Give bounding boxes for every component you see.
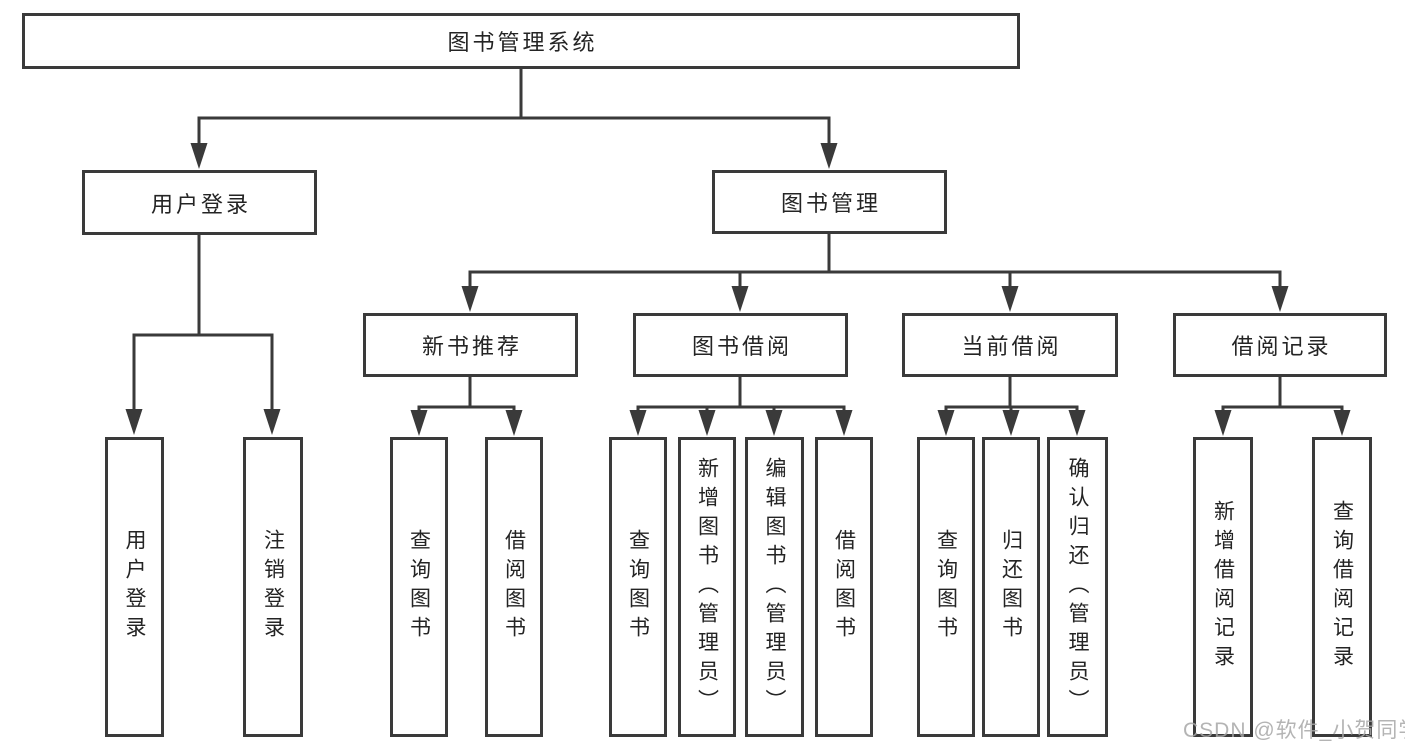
leaf-nb-query-books: 查询图书 [390, 437, 448, 737]
leaf-cb-confirm-return-admin: 确认归还（管理员） [1047, 437, 1108, 737]
node-book-borrow: 图书借阅 [633, 313, 848, 377]
leaf-cb-query-books-label: 查询图书 [934, 529, 958, 645]
leaf-br-add-record-label: 新增借阅记录 [1211, 500, 1235, 674]
node-current-borrow: 当前借阅 [902, 313, 1118, 377]
node-borrow-records-label: 借阅记录 [1231, 334, 1332, 359]
leaf-br-query-record: 查询借阅记录 [1312, 437, 1372, 737]
node-book-management-label: 图书管理 [780, 191, 881, 216]
leaf-bb-edit-books-admin: 编辑图书（管理员） [745, 437, 804, 737]
leaf-user-login-label: 用户登录 [123, 529, 146, 645]
node-new-book-recommend-label: 新书推荐 [421, 334, 522, 359]
leaf-bb-borrow-books: 借阅图书 [815, 437, 873, 737]
leaf-cb-return-books: 归还图书 [982, 437, 1040, 737]
leaf-bb-edit-books-admin-label: 编辑图书（管理员） [763, 456, 786, 718]
leaf-nb-borrow-books-label: 借阅图书 [502, 529, 526, 645]
leaf-br-add-record: 新增借阅记录 [1193, 437, 1253, 737]
leaf-br-query-record-label: 查询借阅记录 [1330, 500, 1354, 674]
node-current-borrow-label: 当前借阅 [961, 334, 1062, 359]
node-user-login-label: 用户登录 [150, 191, 251, 217]
leaf-nb-query-books-label: 查询图书 [407, 529, 431, 645]
leaf-cb-query-books: 查询图书 [917, 437, 975, 737]
leaf-bb-borrow-books-label: 借阅图书 [832, 529, 856, 645]
leaf-cb-confirm-return-admin-label: 确认归还（管理员） [1066, 456, 1089, 718]
leaf-logout-label: 注销登录 [261, 529, 285, 645]
leaf-bb-add-books-admin: 新增图书（管理员） [678, 437, 736, 737]
node-user-login: 用户登录 [82, 170, 317, 235]
node-new-book-recommend: 新书推荐 [363, 313, 578, 377]
root-node-label: 图书管理系统 [447, 30, 598, 55]
leaf-bb-add-books-admin-label: 新增图书（管理员） [695, 456, 719, 718]
node-book-borrow-label: 图书借阅 [691, 334, 792, 359]
leaf-bb-query-books-label: 查询图书 [626, 529, 650, 645]
leaf-bb-query-books: 查询图书 [609, 437, 667, 737]
leaf-cb-return-books-label: 归还图书 [999, 529, 1023, 645]
node-book-management: 图书管理 [712, 170, 947, 234]
watermark-csdn: CSDN @软件_小贺同学 [1183, 719, 1405, 742]
root-node-library-system: 图书管理系统 [22, 13, 1020, 69]
node-borrow-records: 借阅记录 [1173, 313, 1387, 377]
leaf-nb-borrow-books: 借阅图书 [485, 437, 543, 737]
leaf-logout: 注销登录 [243, 437, 303, 737]
leaf-user-login: 用户登录 [105, 437, 164, 737]
